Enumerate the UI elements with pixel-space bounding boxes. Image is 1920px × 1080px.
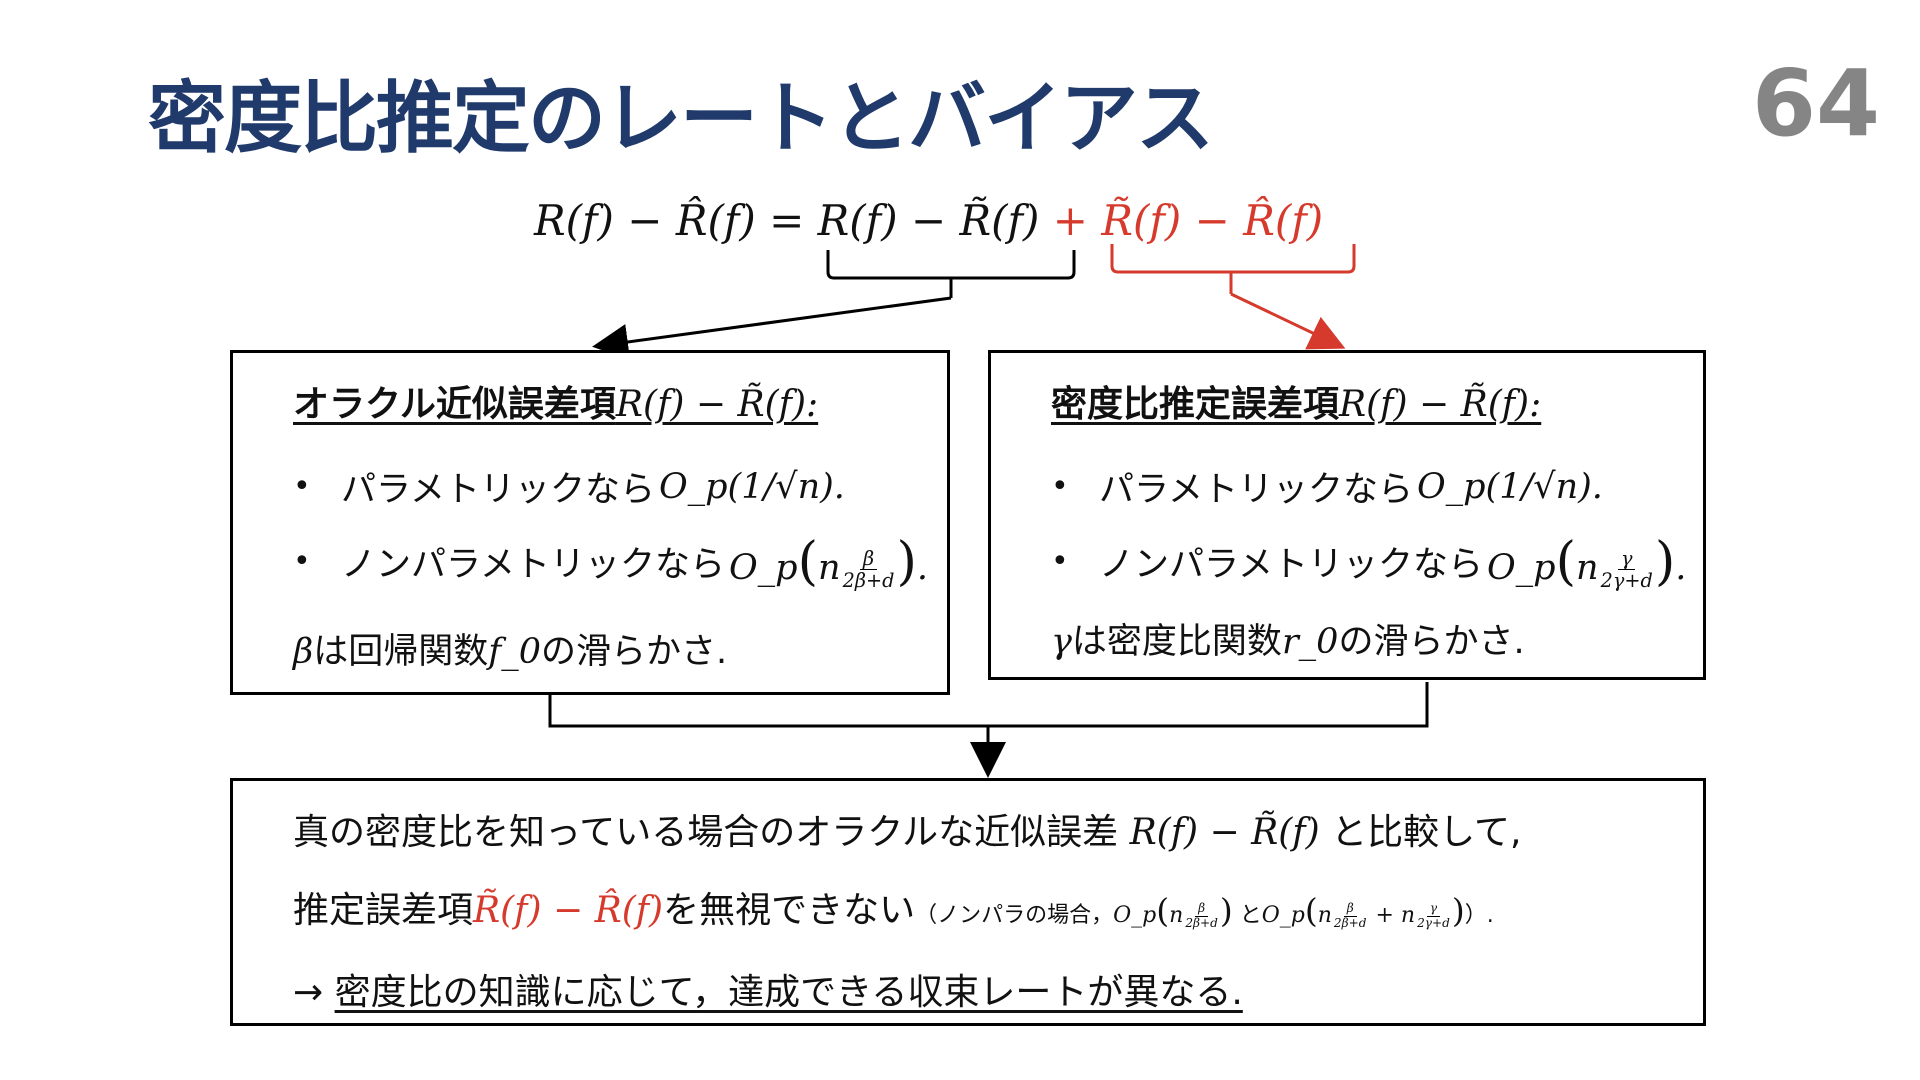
exp-num: γ bbox=[1426, 901, 1441, 917]
op-symbol: O_p bbox=[1486, 548, 1556, 588]
line-tail: と比較して, bbox=[1319, 812, 1522, 853]
bullet-math: O_p(1/√n). bbox=[658, 466, 845, 507]
smoothness-note: βは回帰関数f_0の滑らかさ. bbox=[293, 623, 727, 674]
heading-text: 密度比推定誤差項 bbox=[1051, 384, 1340, 425]
parametric-bullet: • パラメトリックなら O_p(1/√n). bbox=[1051, 461, 1603, 512]
and-text: と bbox=[1232, 903, 1262, 928]
equation-oracle-term: R(f) − R̃(f) bbox=[817, 196, 1040, 245]
conclusion-line-1: 真の密度比を知っている場合のオラクルな近似誤差 R(f) − R̃(f) と比較… bbox=[293, 803, 1521, 855]
line-text: 真の密度比を知っている場合のオラクルな近似誤差 bbox=[293, 812, 1130, 853]
rate-base: n bbox=[818, 548, 841, 588]
smoothness-note: γは密度比関数r_0の滑らかさ. bbox=[1051, 613, 1525, 664]
arrow-to-right-box bbox=[1230, 292, 1346, 350]
exp-den: 2γ+d bbox=[1600, 569, 1653, 592]
line-text-2: を無視できない bbox=[663, 890, 916, 931]
oracle-error-heading: オラクル近似誤差項R(f) − R̃(f): bbox=[293, 375, 818, 427]
op-symbol: O_p bbox=[728, 548, 798, 588]
line-math: R(f) − R̃(f) bbox=[1129, 812, 1320, 853]
equation-plus: + bbox=[1039, 196, 1102, 245]
conclusion-box: 真の密度比を知っている場合のオラクルな近似誤差 R(f) − R̃(f) と比較… bbox=[230, 778, 1706, 1026]
density-ratio-error-heading: 密度比推定誤差項R(f) − R̃(f): bbox=[1051, 375, 1541, 427]
brace-oracle-term bbox=[826, 250, 1076, 298]
line-text: 推定誤差項 bbox=[293, 890, 474, 931]
bullet-math: O_p(1/√n). bbox=[1416, 466, 1603, 507]
exp-den: 2β+d bbox=[842, 569, 895, 592]
small-text: （ノンパラの場合， bbox=[915, 903, 1114, 928]
page-number: 64 bbox=[1752, 50, 1881, 157]
note-text-end: の滑らかさ. bbox=[540, 632, 728, 672]
bullet-text: ノンパラメトリックなら bbox=[1099, 545, 1483, 585]
note-function: r_0 bbox=[1281, 622, 1339, 662]
bullet-dot: • bbox=[1051, 544, 1069, 579]
exp-num: β bbox=[1195, 901, 1209, 917]
heading-text: オラクル近似誤差項 bbox=[293, 384, 616, 425]
bullet-dot: • bbox=[293, 469, 311, 504]
oracle-error-box: オラクル近似誤差項R(f) − R̃(f): • パラメトリックなら O_p(1… bbox=[230, 350, 950, 695]
equation-lhs: R(f) − R̂(f) = bbox=[534, 196, 818, 245]
brace-estimation-term bbox=[1110, 244, 1356, 294]
parametric-bullet: • パラメトリックなら O_p(1/√n). bbox=[293, 461, 845, 512]
exp-den: 2β+d bbox=[1333, 915, 1367, 930]
rate-base: n bbox=[1576, 548, 1599, 588]
note-symbol: β bbox=[293, 632, 314, 672]
bullet-text: ノンパラメトリックなら bbox=[341, 545, 725, 585]
main-equation: R(f) − R̂(f) = R(f) − R̃(f) + R̃(f) − R̂… bbox=[534, 196, 1323, 245]
slide-title: 密度比推定のレートとバイアス bbox=[148, 74, 1214, 164]
line-text: 密度比の知識に応じて，達成できる収束レートが異なる. bbox=[334, 972, 1243, 1013]
density-ratio-error-box: 密度比推定誤差項R(f) − R̃(f): • パラメトリックなら O_p(1/… bbox=[988, 350, 1706, 680]
heading-math: R(f) − R̃(f): bbox=[615, 384, 819, 425]
tail: . bbox=[916, 548, 929, 588]
exp-den: 2γ+d bbox=[1417, 915, 1450, 930]
plus: + bbox=[1368, 903, 1401, 928]
note-text: は密度比関数 bbox=[1071, 622, 1282, 662]
exp-num: γ bbox=[1617, 548, 1636, 570]
note-text-end: の滑らかさ. bbox=[1338, 622, 1525, 662]
estimation-term-red: R̃(f) − R̂(f) bbox=[473, 890, 664, 931]
heading-math: R(f) − R̃(f): bbox=[1339, 384, 1542, 425]
bullet-text: パラメトリックなら bbox=[341, 470, 655, 510]
exp-num: β bbox=[859, 548, 878, 570]
bracket-boxes-to-bottom bbox=[548, 682, 1429, 772]
equation-estimation-term: R̃(f) − R̂(f) bbox=[1101, 196, 1324, 245]
op-symbol: O_p bbox=[1261, 903, 1305, 928]
note-symbol: γ bbox=[1051, 622, 1072, 662]
exp-den: 2β+d bbox=[1185, 915, 1218, 930]
bullet-dot: • bbox=[293, 544, 311, 579]
note-function: f_0 bbox=[488, 632, 541, 672]
note-text: は回帰関数 bbox=[313, 632, 489, 672]
tail: . bbox=[1675, 548, 1687, 588]
bullet-text: パラメトリックなら bbox=[1099, 470, 1413, 510]
op-symbol: O_p bbox=[1113, 903, 1157, 928]
arrow-glyph: → bbox=[293, 972, 335, 1013]
bullet-dot: • bbox=[1051, 469, 1069, 504]
arrow-to-left-box bbox=[592, 296, 952, 360]
close-text: ）. bbox=[1464, 903, 1494, 928]
exp-num: β bbox=[1343, 901, 1357, 917]
conclusion-line-3: → 密度比の知識に応じて，達成できる収束レートが異なる. bbox=[293, 963, 1243, 1015]
